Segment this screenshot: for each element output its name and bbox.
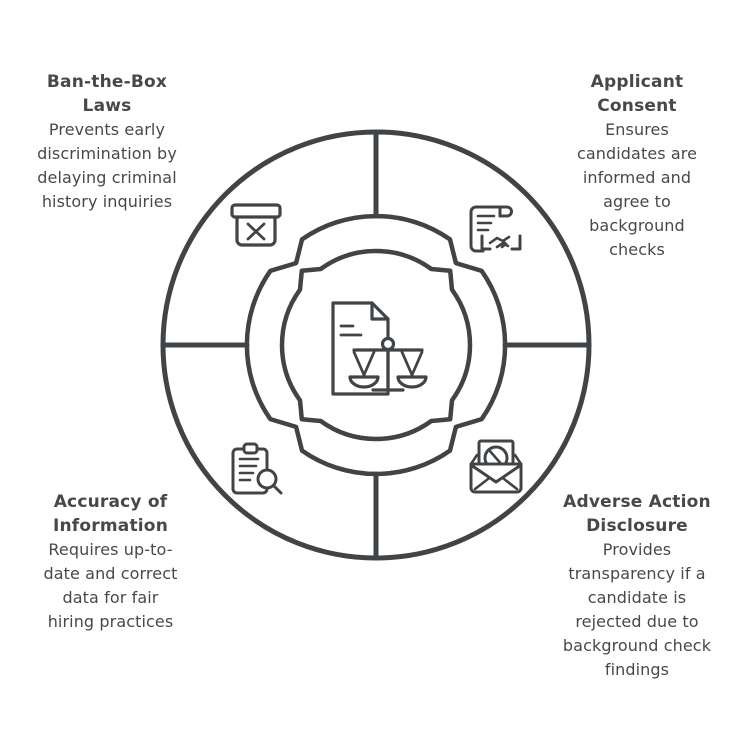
ballot-box-x-icon [230,203,282,247]
quadrant-label-top-left: Ban-the-Box Laws Prevents early discrimi… [30,70,184,214]
quadrant-description: Provides transparency if a candidate is … [562,540,712,679]
quadrant-label-bottom-left: Accuracy of Information Requires up-to-d… [42,490,179,634]
clipboard-search-icon [231,442,283,495]
center-circle [279,248,473,442]
legal-document-scales-icon [331,301,428,396]
quadrant-title: Applicant Consent [590,72,684,116]
quadrant-label-top-right: Applicant Consent Ensures candidates are… [566,70,708,262]
quadrant-title: Accuracy of Information [52,492,168,536]
quadrant-description: Prevents early discrimination by delayin… [37,120,177,211]
rejection-letter-envelope-icon [469,439,523,494]
quadrant-title: Adverse Action Disclosure [563,492,711,536]
consent-contract-handshake-icon [469,205,522,253]
segment-ring-outer-boundary [244,213,508,477]
quadrant-label-bottom-right: Adverse Action Disclosure Provides trans… [561,490,713,682]
quadrant-description: Ensures candidates are informed and agre… [576,120,698,259]
quadrant-description: Requires up-to-date and correct data for… [43,540,178,631]
quadrant-title: Ban-the-Box Laws [46,72,168,116]
